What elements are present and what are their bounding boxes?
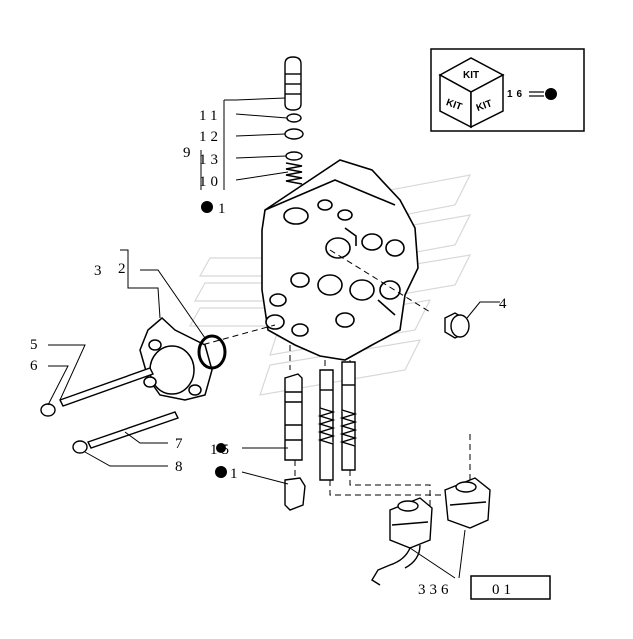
kit-box: KIT KIT KIT 16: [430, 48, 585, 132]
label-ref-box: 01: [492, 582, 515, 598]
label-4: 4: [499, 296, 511, 312]
leader-4: [466, 301, 500, 319]
kit-face-right: KIT: [475, 98, 494, 114]
kit-face-left: KIT: [444, 97, 463, 113]
o-ring-part: [197, 334, 227, 370]
ref-box: [470, 575, 551, 600]
leader-lines-left: [120, 249, 206, 339]
dot-icon: [215, 466, 227, 478]
label-6: 6: [30, 358, 42, 374]
valve-body: [261, 159, 419, 361]
top-stack-parts: [284, 56, 304, 185]
dot-icon: [216, 443, 226, 453]
label-2: 2: [118, 261, 130, 277]
kit-face-top: KIT: [463, 70, 479, 81]
label-10: 10: [199, 174, 222, 190]
callout-labels: 11 12 9 13 10 1 3 2 5 6 7 8 4 15 1 336 0…: [30, 108, 515, 598]
plug-part: [444, 312, 470, 339]
label-3: 3: [94, 263, 106, 279]
label-7: 7: [175, 436, 187, 452]
leader-lines-bottom: [241, 447, 289, 485]
label-5: 5: [30, 337, 42, 353]
long-bolts: [40, 367, 179, 454]
dot-icon: [201, 201, 213, 213]
kit-ref-label: 16: [507, 89, 526, 100]
spool-parts: [284, 361, 358, 511]
label-12: 12: [199, 129, 222, 145]
solenoid-parts: [371, 477, 491, 586]
kit-cube-icon: [438, 57, 505, 129]
cover-part: [139, 316, 213, 401]
leader-lines-solenoid: [409, 529, 466, 579]
leader-lines-bolts: [47, 344, 168, 467]
label-1-bottom: 1: [230, 466, 242, 482]
label-1-top: 1: [218, 201, 230, 217]
label-13: 13: [199, 152, 222, 168]
kit-dot-icon: [545, 88, 557, 100]
label-336: 336: [418, 582, 453, 598]
label-9: 9: [183, 145, 195, 161]
label-11: 11: [199, 108, 221, 124]
label-8: 8: [175, 459, 187, 475]
